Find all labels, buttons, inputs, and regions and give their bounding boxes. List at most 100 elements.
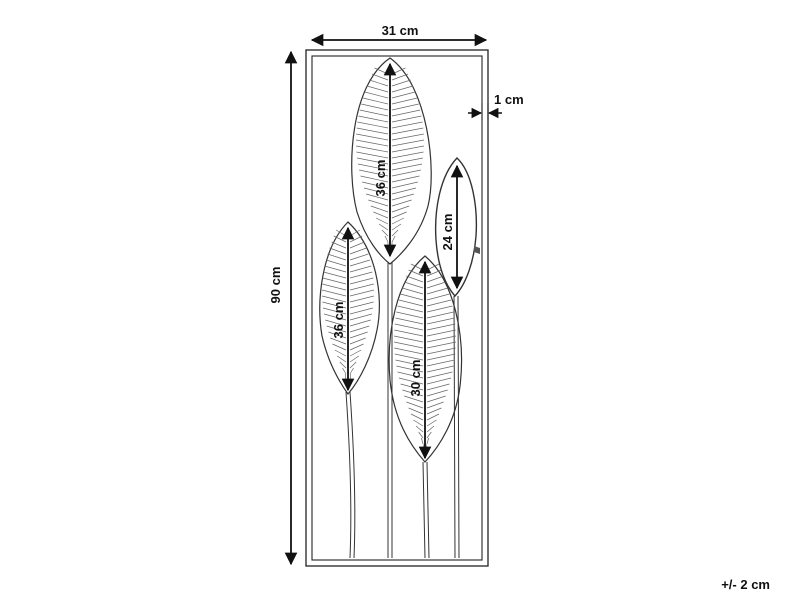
frame — [305, 49, 489, 567]
leaf-vein — [391, 91, 416, 99]
leaf-vein — [324, 265, 347, 273]
leaf-vein — [349, 259, 371, 267]
right-leaf-length-label: 24 cm — [440, 214, 455, 251]
leaf-vein — [391, 133, 424, 141]
leaf-vein — [426, 317, 455, 325]
leaf-vein — [349, 325, 370, 333]
leaf-vein — [349, 367, 354, 375]
leaf-vein — [394, 323, 424, 331]
leaf-vein — [381, 229, 389, 237]
leaf-vein — [426, 437, 429, 445]
leaf-vein — [357, 163, 389, 171]
leaf-vein — [413, 419, 424, 427]
leaf-vein — [321, 289, 347, 297]
leaf-vein — [426, 413, 440, 421]
leaf-vein — [356, 133, 389, 141]
leaf-vein — [349, 277, 374, 285]
leaf-vein — [391, 211, 407, 219]
leaf-vein — [356, 145, 389, 153]
leaf-vein — [370, 205, 389, 213]
leaf-vein — [418, 431, 424, 439]
leaf-vein — [349, 361, 357, 369]
leaf-vein — [349, 295, 375, 303]
leaf-vein — [391, 109, 421, 117]
leaf-vein — [391, 175, 420, 183]
leaf-vein — [391, 151, 424, 159]
leaf-vein — [322, 277, 347, 285]
leaf-vein — [391, 229, 399, 237]
width-label: 31 cm — [382, 23, 419, 38]
leaf-vein — [393, 335, 424, 343]
leaf-vein — [391, 169, 421, 177]
middle-leaf: 30 cm — [388, 255, 463, 463]
leaf-vein — [426, 431, 432, 439]
leaf-vein — [356, 151, 389, 159]
leaf-vein — [322, 283, 347, 291]
leaf-vein — [349, 349, 362, 357]
leaf-vein — [378, 223, 389, 231]
right-leaf: 24 cm — [434, 157, 480, 298]
leaf-vein — [361, 103, 389, 111]
leaf-vein — [402, 287, 424, 295]
leaf-vein — [373, 211, 389, 219]
leaf-vein — [426, 281, 446, 289]
leaf-vein — [391, 139, 425, 147]
leaf-vein — [384, 235, 389, 243]
leaf-vein — [349, 313, 373, 321]
leaf-vein — [391, 223, 402, 231]
leaf-vein — [332, 343, 347, 351]
height-label: 90 cm — [268, 267, 283, 304]
leaf-vein — [349, 373, 352, 381]
leaf-vein — [321, 295, 347, 303]
leaf-vein — [398, 299, 424, 307]
leaf-vein — [391, 157, 424, 165]
leaf-vein — [342, 367, 347, 375]
leaf-vein — [357, 121, 389, 129]
leaf-vein — [426, 383, 450, 391]
leaf-vein — [349, 265, 372, 273]
leaf-vein — [421, 437, 424, 445]
leaf-vein — [325, 259, 347, 267]
leaf-vein — [391, 85, 414, 93]
leaf-vein — [355, 139, 389, 147]
leaf-vein — [391, 163, 423, 171]
leaf-vein — [426, 311, 454, 319]
leaf-vein — [391, 97, 418, 105]
leaf-vein — [396, 365, 424, 373]
leaf-vein — [329, 247, 347, 255]
leaf-vein — [396, 311, 424, 319]
leaf-vein — [349, 253, 369, 261]
leaf-vein — [426, 389, 448, 397]
leaf-vein — [391, 115, 422, 123]
leaf-vein — [426, 287, 448, 295]
leaf-vein — [394, 329, 424, 337]
frame-thickness-dimension: 1 cm — [468, 92, 524, 120]
leaf-vein — [426, 365, 454, 373]
leaf-vein — [339, 361, 347, 369]
leaf-vein — [331, 241, 347, 249]
leaf-vein — [426, 323, 456, 331]
leaf-vein — [426, 347, 456, 355]
leaf-vein — [375, 217, 389, 225]
height-dimension: 90 cm — [268, 50, 298, 566]
leaf-vein — [391, 121, 423, 129]
leaf-vein — [406, 275, 424, 283]
leaf-vein — [397, 305, 424, 313]
leaf-vein — [358, 115, 389, 123]
leaf-vein — [391, 187, 417, 195]
leaf-vein — [393, 341, 424, 349]
leaf-vein — [362, 97, 389, 105]
leaf-vein — [349, 319, 371, 327]
leaf-vein — [349, 247, 367, 255]
leaf-vein — [337, 355, 347, 363]
leaf-vein — [400, 293, 424, 301]
leaf-vein — [395, 317, 424, 325]
leaf-vein — [426, 377, 452, 385]
leaf-vein — [349, 301, 374, 309]
middle-leaf-length-label: 30 cm — [408, 360, 423, 397]
top-leaf-length-label: 36 cm — [373, 160, 388, 197]
leaf-vein — [359, 109, 389, 117]
leaf-vein — [426, 353, 456, 361]
leaf-vein — [371, 73, 389, 81]
leaf-vein — [366, 85, 389, 93]
